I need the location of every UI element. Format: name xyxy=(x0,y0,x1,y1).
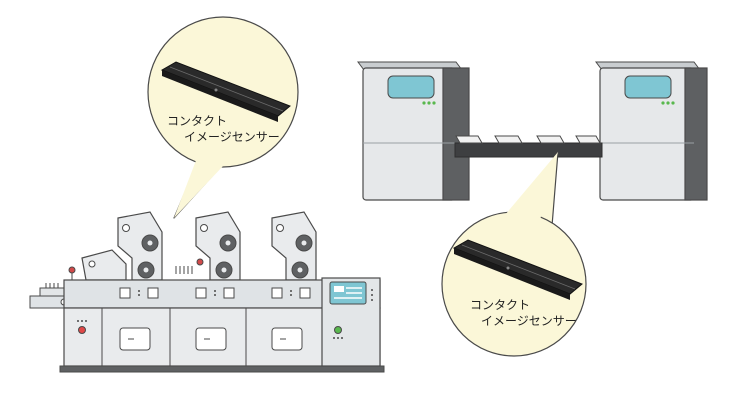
callout-label-line2: イメージセンサー xyxy=(184,130,280,144)
press-control-panel xyxy=(321,277,381,367)
right-cabinet xyxy=(595,61,708,201)
left-cabinet xyxy=(357,61,470,201)
callout-label-line1: コンタクト xyxy=(167,114,227,128)
conveyor-sensor-callout: コンタクト イメージセンサー xyxy=(441,151,587,357)
press-sensor-callout: コンタクト イメージセンサー xyxy=(147,16,299,219)
callout-label-line2: イメージセンサー xyxy=(481,314,577,328)
conveyor-line-illustration xyxy=(357,61,708,201)
contact-image-sensor-icon xyxy=(452,239,583,300)
conveyor-belt xyxy=(454,135,603,158)
press-frames xyxy=(81,211,317,281)
offset-printing-press-icon xyxy=(29,211,385,373)
callout-label-line1: コンタクト xyxy=(470,298,530,312)
contact-image-sensor-icon xyxy=(160,61,291,122)
